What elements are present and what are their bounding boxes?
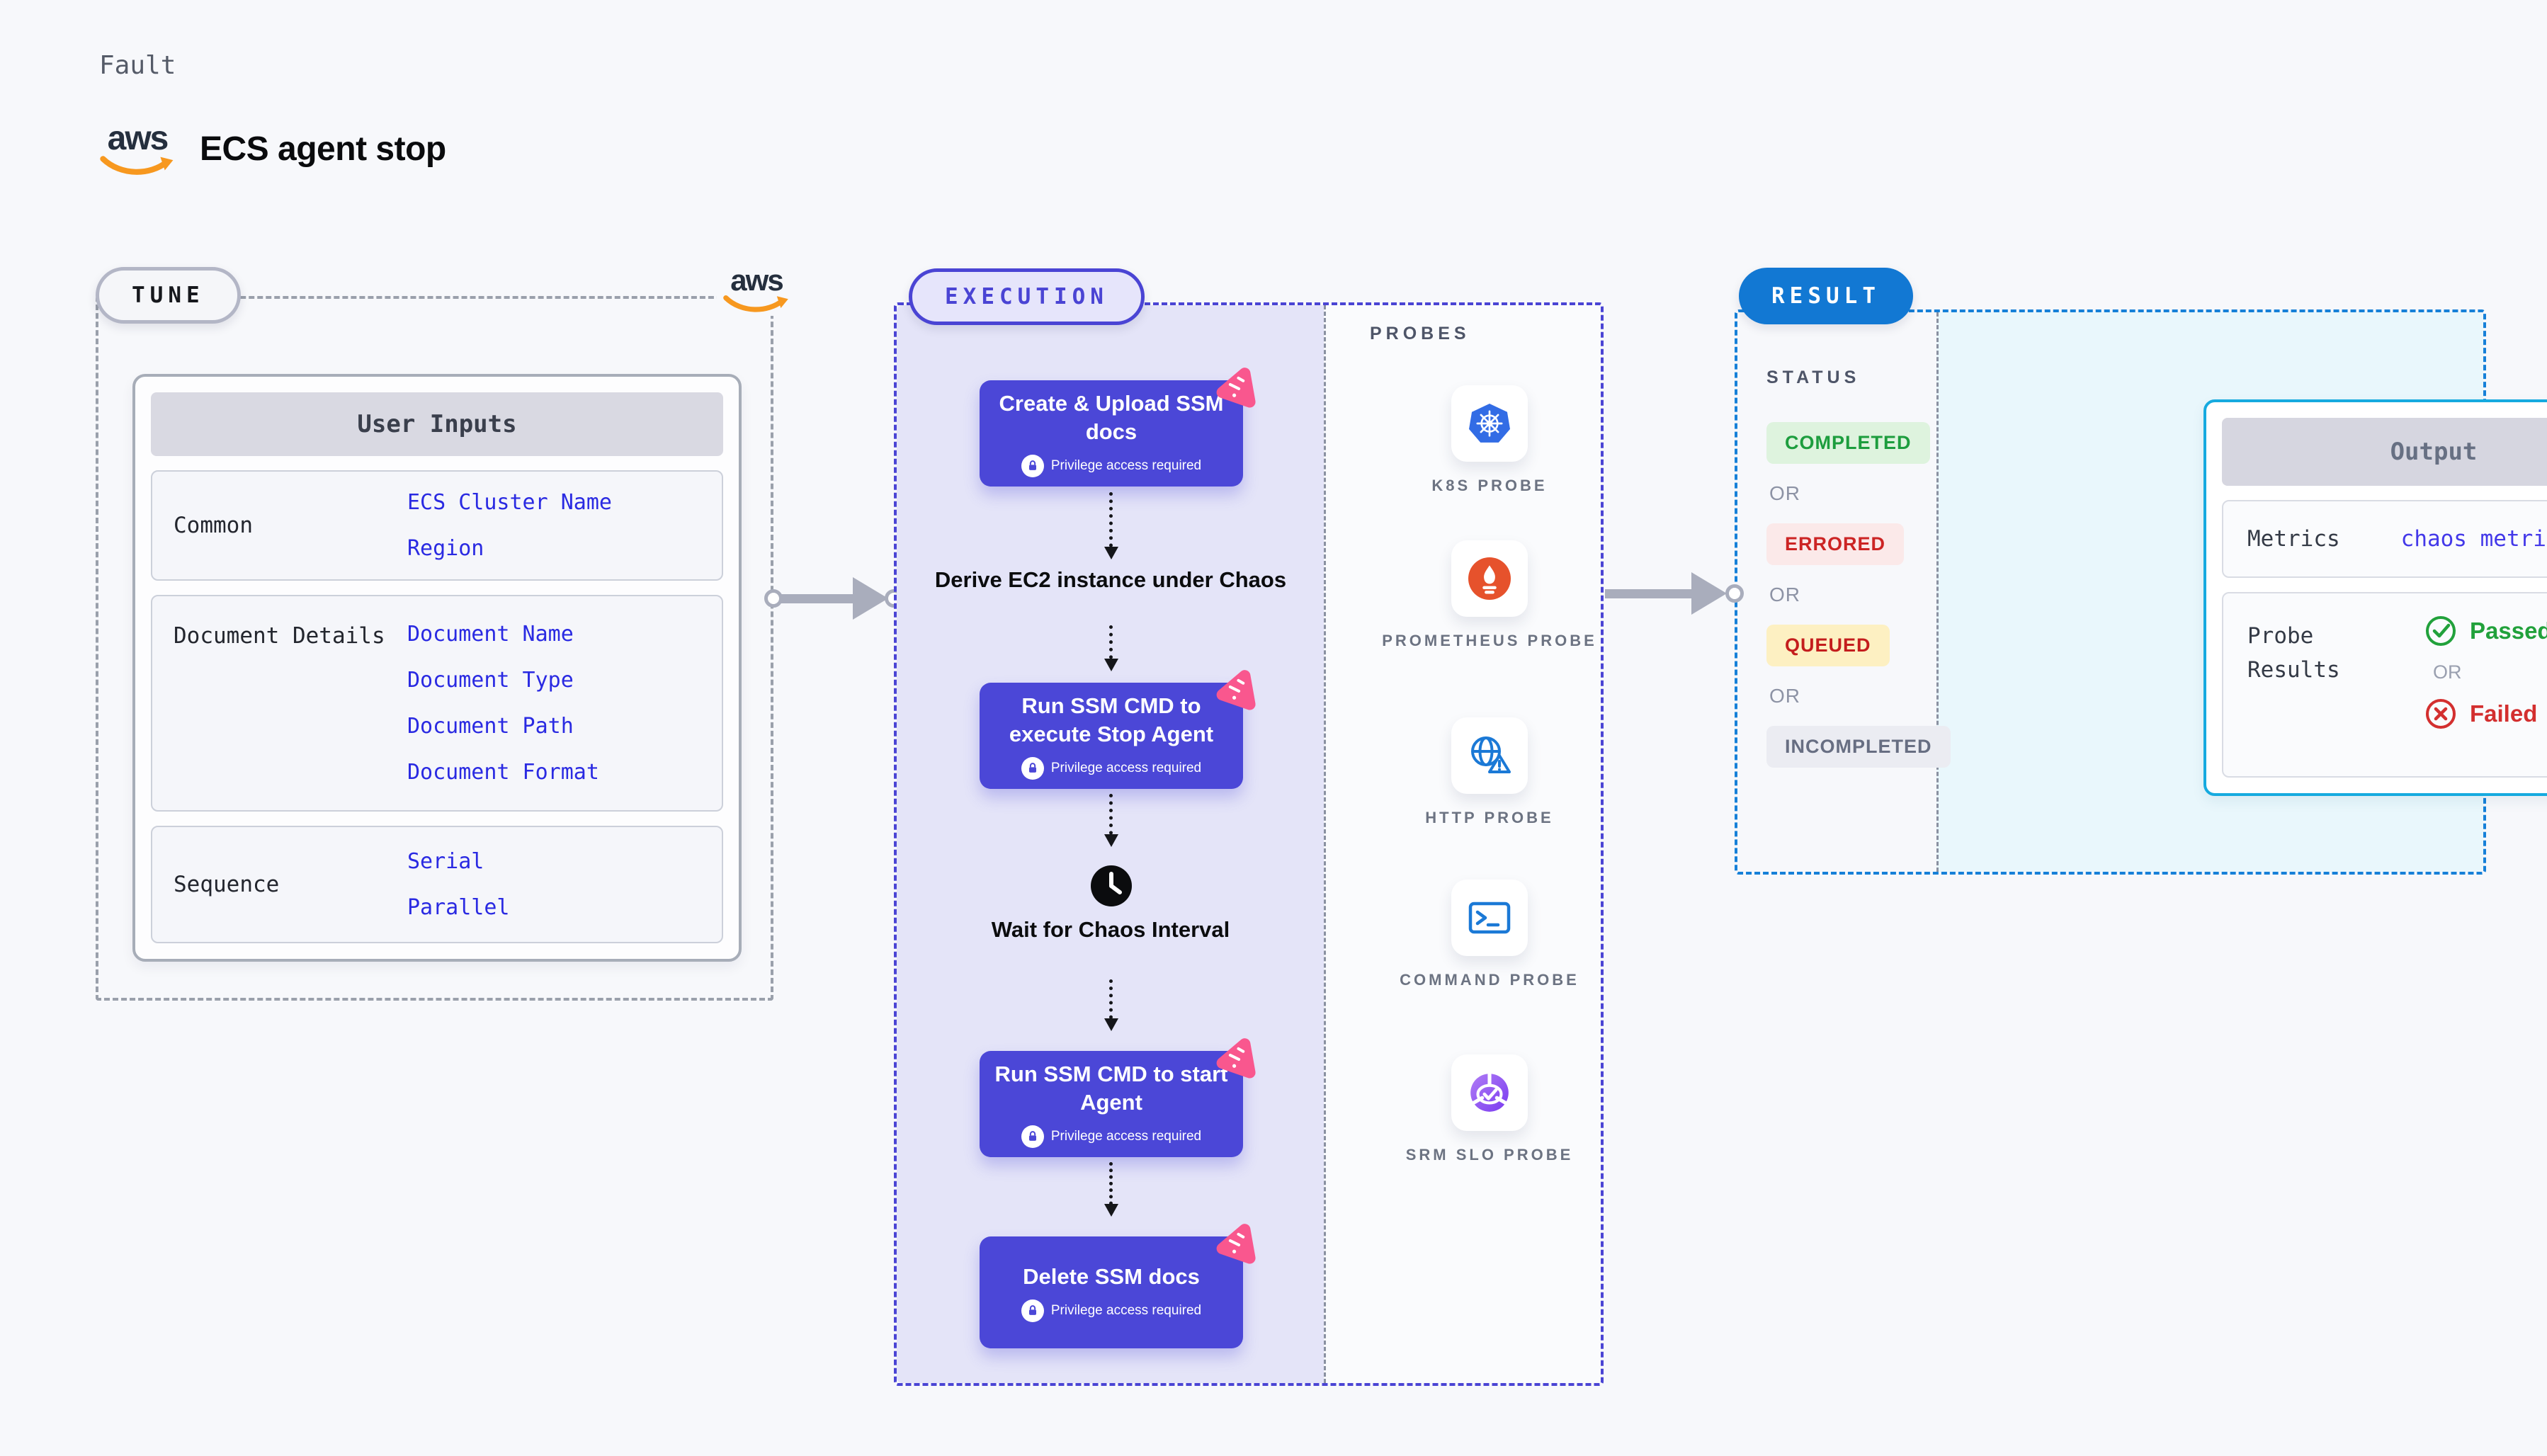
status-title: STATUS <box>1766 368 1861 387</box>
lock-icon <box>1021 1125 1044 1148</box>
probe-results-label: Probe Results <box>2247 623 2340 683</box>
lock-icon <box>1021 454 1044 477</box>
aws-logo-icon: aws <box>717 263 796 316</box>
result-output-area: Output Metrics chaos metrics Probe Resul… <box>1936 312 2547 872</box>
step-create-upload-ssm-docs: Create & Upload SSM docs Privilege acces… <box>980 368 1256 487</box>
probe-passed: Passed <box>2424 615 2547 647</box>
output-table: Output Metrics chaos metrics Probe Resul… <box>2203 399 2547 796</box>
chaos-badge-icon <box>1216 1038 1256 1079</box>
step-title: Run SSM CMD to execute Stop Agent <box>1009 693 1214 746</box>
check-circle-icon <box>2426 616 2456 646</box>
command-probe-icon <box>1451 880 1528 956</box>
or-label: OR <box>1769 482 1800 504</box>
input-value: Region <box>407 536 484 561</box>
status-column: STATUS COMPLETED OR ERRORED OR QUEUED OR… <box>1766 368 1951 768</box>
probe-label: K8S PROBE <box>1431 477 1548 494</box>
execution-panel: Create & Upload SSM docs Privilege acces… <box>894 302 1604 1386</box>
execution-pill: EXECUTION <box>909 268 1145 325</box>
privilege-note: Privilege access required <box>1021 1299 1201 1322</box>
probe-label: COMMAND PROBE <box>1400 971 1579 989</box>
status-badge: INCOMPLETED <box>1766 726 1951 768</box>
fault-eyebrow: Fault <box>99 51 176 80</box>
status-badge: QUEUED <box>1766 625 1890 666</box>
clock-icon <box>1091 865 1132 906</box>
x-circle-icon <box>2426 699 2456 729</box>
srm-slo-probe-icon <box>1451 1054 1528 1131</box>
table-row: Document Details Document Name Document … <box>151 595 723 812</box>
dotted-arrow-icon <box>1104 794 1118 847</box>
step-derive-ec2: Derive EC2 instance under Chaos <box>934 567 1287 592</box>
probe-label: PROMETHEUS PROBE <box>1382 632 1597 649</box>
probes-title: PROBES <box>1370 324 1470 343</box>
chaos-badge-icon <box>1216 670 1256 710</box>
chaos-badge-icon <box>1216 368 1256 408</box>
step-run-ssm-start-agent: Run SSM CMD to start Agent Privilege acc… <box>980 1038 1256 1157</box>
input-value: Document Format <box>407 760 599 785</box>
input-value: ECS Cluster Name <box>407 490 612 515</box>
row-label: Common <box>174 512 253 538</box>
step-wait-chaos-interval: Wait for Chaos Interval <box>991 917 1230 942</box>
dotted-arrow-icon <box>1104 1162 1118 1217</box>
user-inputs-table: User Inputs Common ECS Cluster Name Regi… <box>132 374 742 962</box>
probe-failed: Failed <box>2424 698 2547 730</box>
dotted-arrow-icon <box>1104 979 1118 1031</box>
step-title: Delete SSM docs <box>1023 1264 1200 1290</box>
input-value: Document Name <box>407 622 574 647</box>
probe-results-row: Probe Results Passed OR Failed <box>2222 592 2547 778</box>
dotted-arrow-icon <box>1104 492 1118 559</box>
row-label: Document Details <box>174 623 385 649</box>
probe-label: HTTP PROBE <box>1425 809 1554 826</box>
arrow-right-icon <box>764 576 903 621</box>
privilege-note: Privilege access required <box>1021 1125 1201 1148</box>
input-value: Parallel <box>407 895 510 920</box>
arrow-right-icon <box>1605 571 1735 616</box>
privilege-note: Privilege access required <box>1021 454 1201 477</box>
table-row: Sequence Serial Parallel <box>151 826 723 943</box>
page-header: aws ECS agent stop <box>99 119 446 179</box>
row-label: Sequence <box>174 871 280 897</box>
output-title: Output <box>2222 418 2547 486</box>
probe-label: SRM SLO PROBE <box>1405 1146 1574 1164</box>
metrics-row: Metrics chaos metrics <box>2222 500 2547 578</box>
step-delete-ssm-docs: Delete SSM docs Privilege access require… <box>980 1224 1256 1348</box>
table-row: Common ECS Cluster Name Region <box>151 470 723 581</box>
privilege-note: Privilege access required <box>1021 756 1201 780</box>
metrics-value: chaos metrics <box>2400 526 2547 552</box>
lock-icon <box>1021 1299 1044 1322</box>
lock-icon <box>1021 756 1044 780</box>
or-label: OR <box>1769 685 1800 707</box>
kubernetes-icon <box>1451 385 1528 462</box>
result-panel: Output Metrics chaos metrics Probe Resul… <box>1735 309 2547 875</box>
user-inputs-title: User Inputs <box>151 392 723 456</box>
execution-flow-lane: Create & Upload SSM docs Privilege acces… <box>897 305 1324 1383</box>
tune-pill: TUNE <box>96 267 241 324</box>
status-badge: ERRORED <box>1766 523 1905 565</box>
metrics-label: Metrics <box>2247 526 2340 552</box>
tune-panel <box>96 296 773 1001</box>
prometheus-icon <box>1451 540 1528 617</box>
or-label: OR <box>1769 584 1800 605</box>
dotted-arrow-icon <box>1104 625 1118 671</box>
input-value: Serial <box>407 849 484 874</box>
page-title: ECS agent stop <box>200 130 446 168</box>
or-label: OR <box>2433 661 2462 683</box>
probes-column: PROBES K8S PROBE PROMETHEUS PROBE HTTP P… <box>1324 305 1601 1383</box>
step-title: Run SSM CMD to start Agent <box>994 1062 1228 1115</box>
chaos-badge-icon <box>1216 1224 1256 1264</box>
input-value: Document Path <box>407 714 574 739</box>
step-title: Create & Upload SSM docs <box>999 391 1224 444</box>
result-pill: RESULT <box>1739 268 1913 324</box>
aws-logo-icon: aws <box>99 119 176 179</box>
status-badge: COMPLETED <box>1766 422 1930 464</box>
input-value: Document Type <box>407 668 574 693</box>
step-run-ssm-stop-agent: Run SSM CMD to execute Stop Agent Privil… <box>980 670 1256 789</box>
connector-ring-icon <box>1725 584 1744 603</box>
http-probe-icon <box>1451 717 1528 794</box>
